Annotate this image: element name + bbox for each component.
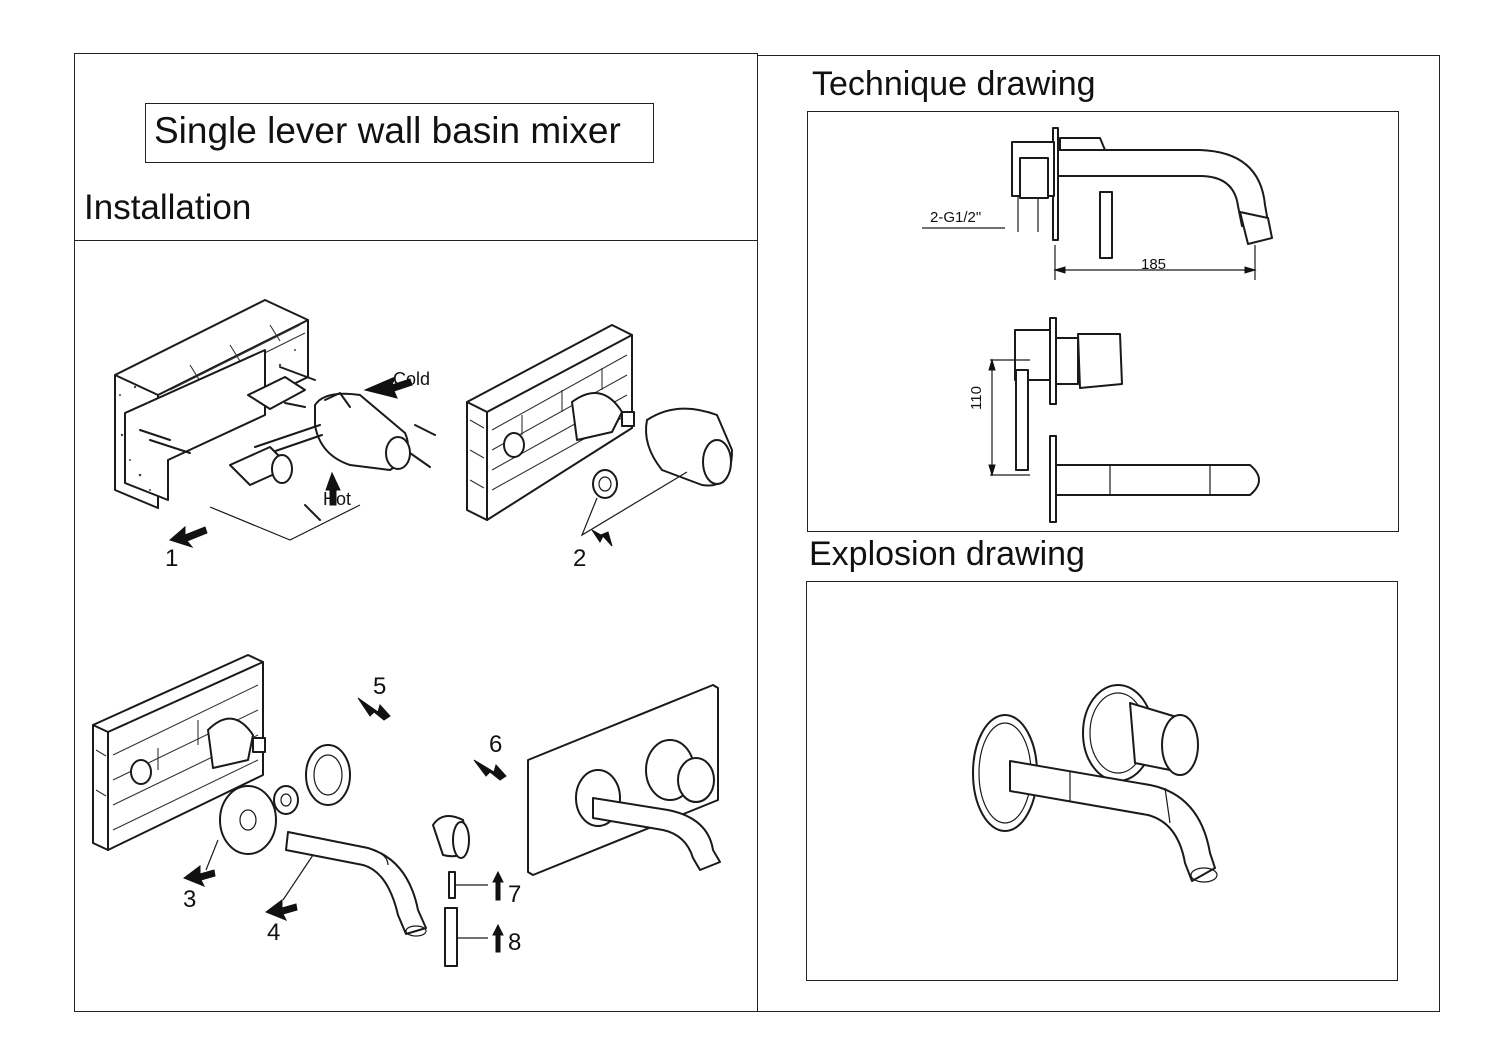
step-2-illustration bbox=[466, 324, 733, 547]
header-divider bbox=[74, 240, 758, 241]
step-3-number: 3 bbox=[183, 886, 197, 913]
technique-front-view bbox=[988, 317, 1260, 523]
step-1-illustration bbox=[114, 299, 436, 548]
step-8-number: 8 bbox=[508, 929, 522, 956]
step-3-8-illustration bbox=[92, 654, 721, 967]
step-5-number: 5 bbox=[373, 673, 387, 700]
installation-heading: Installation bbox=[84, 188, 252, 227]
technique-side-view bbox=[922, 127, 1273, 280]
explosion-illustration bbox=[972, 684, 1218, 883]
title-box bbox=[145, 103, 654, 163]
explosion-box bbox=[806, 581, 1398, 981]
thread-dimension-label: 2-G1/2" bbox=[930, 209, 982, 226]
cold-label: Cold bbox=[393, 369, 431, 389]
explosion-heading: Explosion drawing bbox=[809, 535, 1085, 573]
step-7-number: 7 bbox=[508, 881, 522, 908]
step-6-number: 6 bbox=[489, 731, 503, 758]
step-2-number: 2 bbox=[573, 545, 587, 572]
hot-label: Hot bbox=[323, 489, 352, 509]
length-dimension-label: 185 bbox=[1141, 256, 1167, 273]
technique-box bbox=[807, 111, 1399, 532]
step-1-number: 1 bbox=[165, 545, 179, 572]
right-panel-frame bbox=[757, 55, 1440, 1012]
technique-heading: Technique drawing bbox=[812, 65, 1096, 103]
page-title: Single lever wall basin mixer bbox=[154, 110, 621, 151]
height-dimension-label: 110 bbox=[968, 386, 985, 410]
step-4-number: 4 bbox=[267, 919, 281, 946]
